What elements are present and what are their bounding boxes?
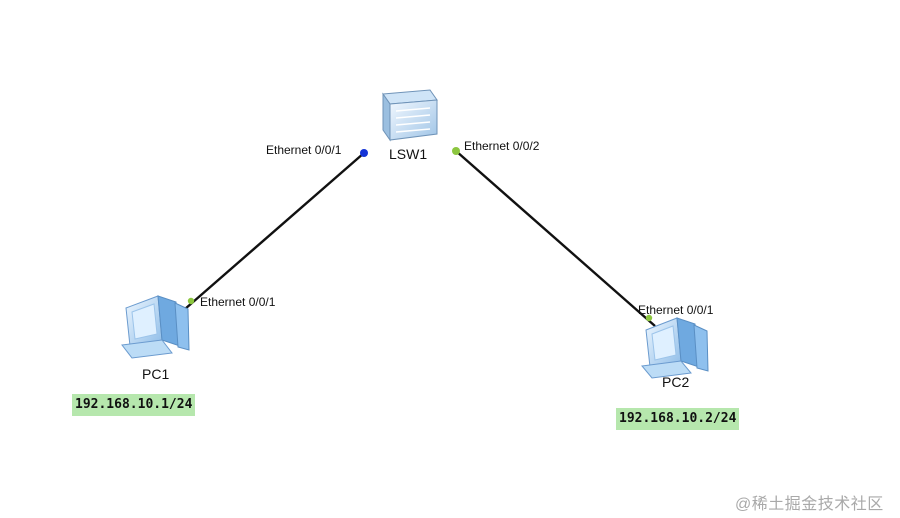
ip-address-label: 192.168.10.2/24 [616, 408, 740, 430]
link-lsw1-pc1[interactable] [184, 152, 365, 310]
port-status-dot [360, 149, 368, 157]
switch-icon[interactable] [382, 89, 438, 142]
pc-name-label: PC2 [662, 374, 690, 390]
switch-port-label: Ethernet 0/0/2 [464, 139, 540, 153]
watermark-text: @稀土掘金技术社区 [735, 496, 884, 513]
link-lsw1-pc2[interactable] [455, 150, 656, 327]
pc-icon[interactable] [641, 317, 709, 379]
pc-port-label: Ethernet 0/0/1 [638, 303, 714, 317]
pc-name-label: PC1 [142, 366, 170, 382]
switch-name-label: LSW1 [389, 146, 428, 162]
port-status-dot [645, 314, 653, 322]
port-status-dot [452, 147, 460, 155]
pc-icon[interactable] [121, 295, 190, 359]
pc-port-label: Ethernet 0/0/1 [200, 295, 276, 309]
switch-port-label: Ethernet 0/0/1 [266, 143, 342, 157]
ip-address-label: 192.168.10.1/24 [72, 394, 196, 416]
port-status-dot [187, 297, 195, 305]
